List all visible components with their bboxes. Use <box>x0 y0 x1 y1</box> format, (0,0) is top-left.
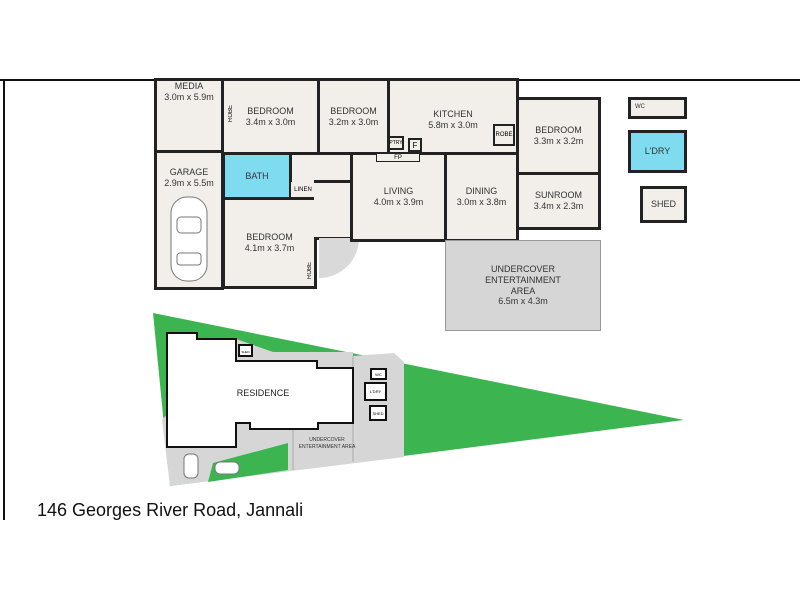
room-name: BEDROOM <box>330 105 377 116</box>
room-wc: WC <box>628 97 687 119</box>
room-name: SUNROOM <box>535 190 582 201</box>
shed-label: SHED <box>241 350 250 354</box>
room-name: KITCHEN <box>433 109 473 119</box>
residence-label: RESIDENCE <box>237 388 290 398</box>
room-name: DINING <box>465 186 498 197</box>
car-icon <box>170 196 208 282</box>
room-name: UNDERCOVER ENTERTAINMENT AREA <box>485 263 561 296</box>
room-name: BEDROOM <box>535 125 582 136</box>
residence-outline <box>166 332 354 448</box>
room-dims: 6.5m x 4.3m <box>498 296 548 307</box>
room-name: L'DRY <box>644 146 671 157</box>
room-name: BEDROOM <box>246 232 293 243</box>
site-shed-2 <box>369 405 387 421</box>
room-dims: 4.0m x 3.9m <box>373 197 424 207</box>
site-shed <box>238 344 253 357</box>
room-name: MEDIA <box>174 81 204 91</box>
room-dims: 5.8m x 3.0m <box>428 119 478 130</box>
room-dims: 3.2m x 3.0m <box>328 116 379 127</box>
undercover-label-wrap: UNDERCOVER ENTERTAINMENT AREA <box>298 437 356 450</box>
room-name: BATH <box>245 170 269 181</box>
robe: ROBE <box>493 124 515 146</box>
room-name: SHED <box>650 199 676 210</box>
car-icon <box>183 453 199 479</box>
site-laundry <box>364 382 387 401</box>
room-dims: 4.1m x 3.7m <box>244 243 295 253</box>
hallway <box>314 180 354 240</box>
car-icon <box>214 461 240 475</box>
wc-label: WC <box>375 372 382 377</box>
room-shed: SHED <box>640 186 687 223</box>
laundry-label: L'DRY <box>370 389 382 394</box>
room-name: LIVING <box>383 186 414 197</box>
shed-label: SHED <box>372 411 383 416</box>
pantry: PTRY <box>388 136 404 150</box>
room-name: WC <box>635 104 645 110</box>
fireplace: FP <box>376 153 420 162</box>
room-dims: 3.0m x 3.8m <box>456 197 507 207</box>
room-dims: 3.4m x 2.3m <box>533 201 584 211</box>
room-dims: 3.3m x 3.2m <box>533 136 584 146</box>
left-border <box>3 80 5 520</box>
room-name: BEDROOM <box>247 105 294 116</box>
room-laundry: L'DRY <box>628 130 687 173</box>
undercover-label: UNDERCOVER ENTERTAINMENT AREA <box>298 437 356 450</box>
room-dims: 3.4m x 3.0m <box>245 116 296 127</box>
room-dims: 3.0m x 5.9m <box>164 91 214 102</box>
site-wc <box>370 368 387 380</box>
address: 146 Georges River Road, Jannali <box>37 500 304 520</box>
room-dims: 2.9m x 5.5m <box>164 177 214 188</box>
room-name: GARAGE <box>169 167 209 177</box>
fridge: F <box>408 138 422 152</box>
